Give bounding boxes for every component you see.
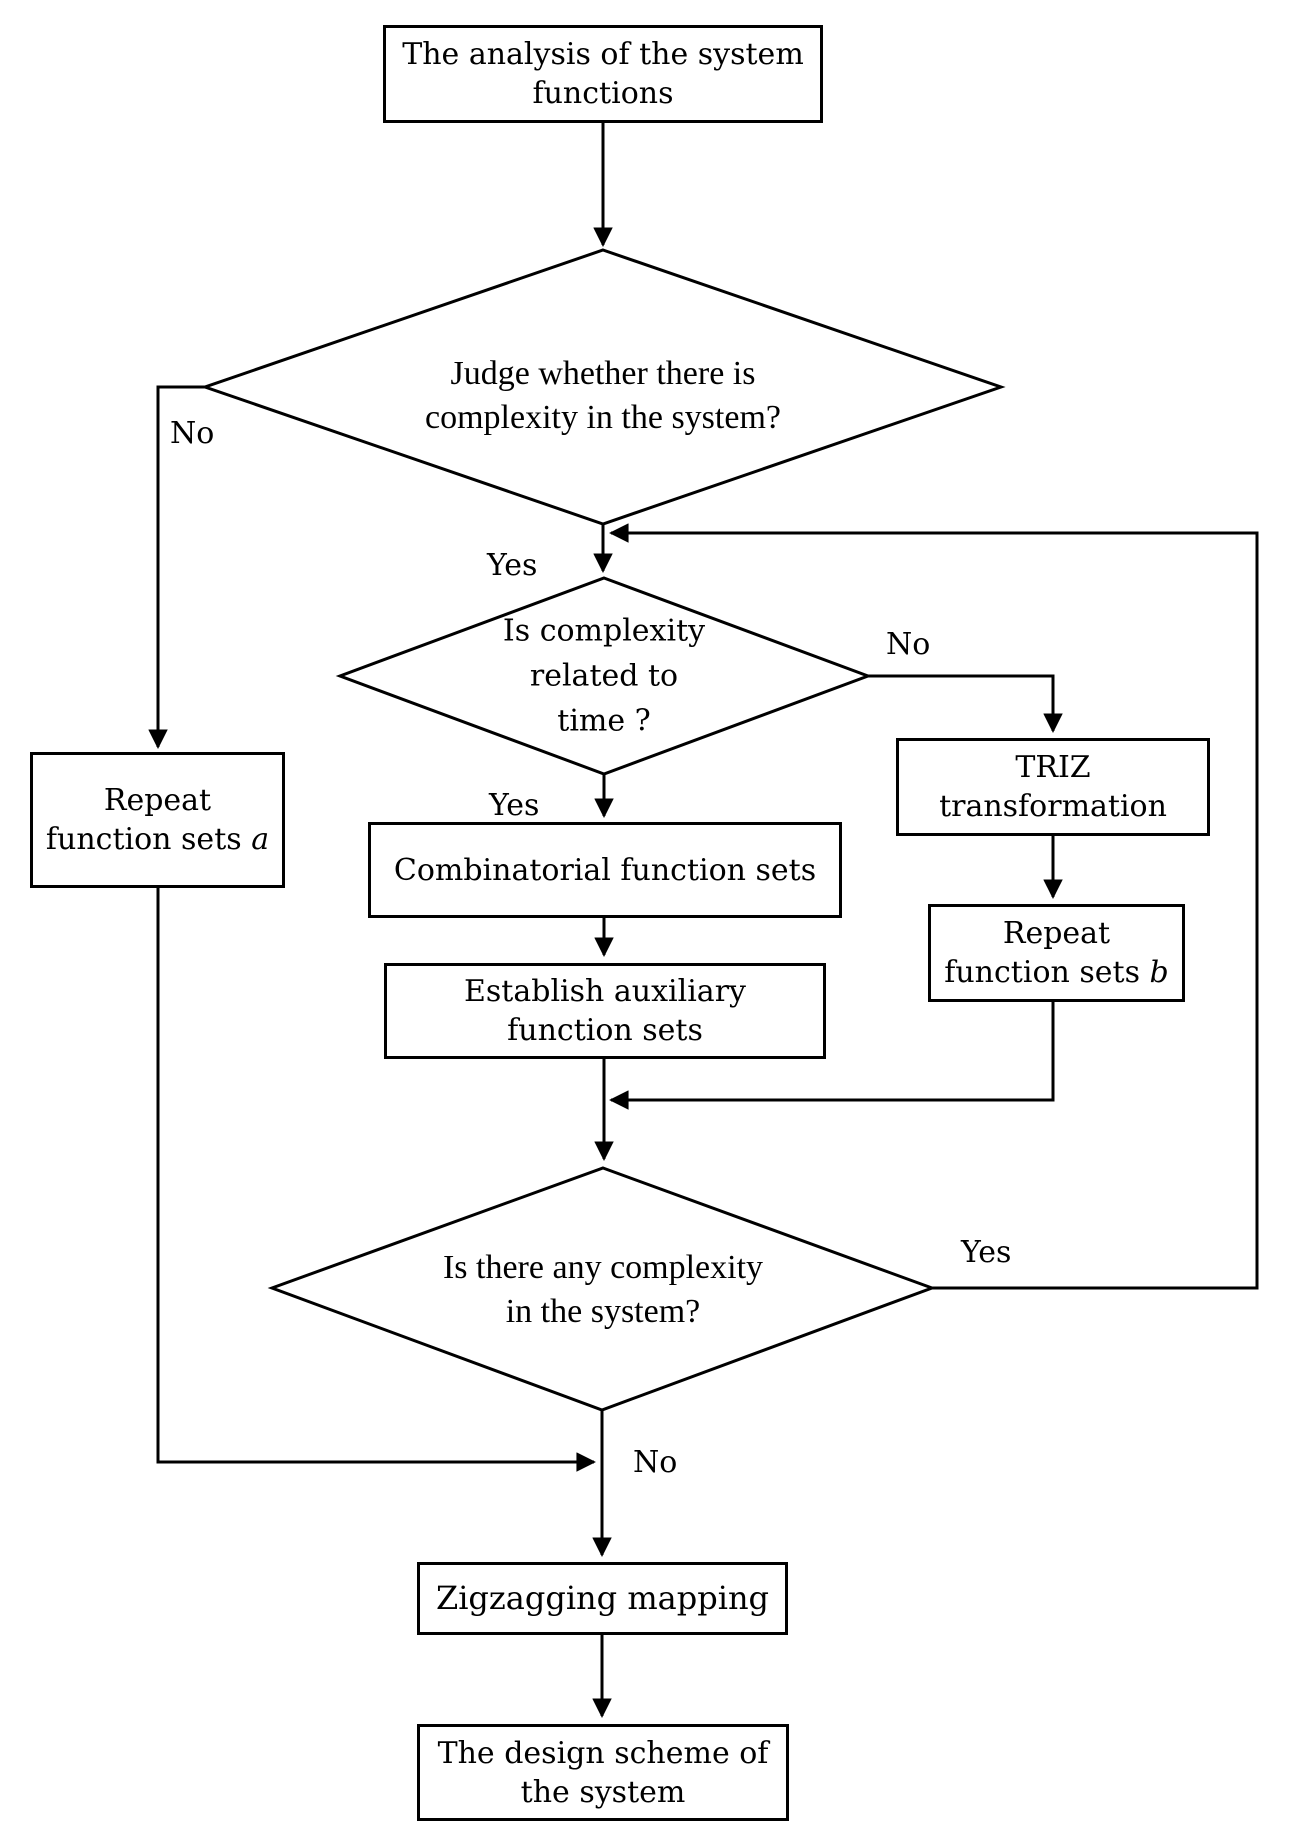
node-design-scheme: The design scheme of the system [417, 1724, 789, 1821]
node-combinatorial-label: Combinatorial function sets [393, 852, 817, 888]
node-repeat-b-label: Repeat function sets b [944, 916, 1169, 990]
node-repeat-a-label: Repeat function sets a [45, 783, 270, 857]
edge-repeat-a-to-mainline [156, 888, 596, 1472]
variable-b: b [1149, 955, 1169, 990]
node-zigzag-label: Zigzagging mapping [435, 1578, 770, 1617]
edge-judge-no-to-repeat-a [148, 385, 205, 749]
edge-label-final-no: No [633, 1445, 678, 1480]
edge-repeat-b-to-mainline [609, 1002, 1055, 1110]
variable-a: a [251, 822, 270, 857]
node-triz-transformation: TRIZ transformation [896, 738, 1210, 836]
node-establish-auxiliary-function-sets: Establish auxiliary function sets [384, 963, 826, 1059]
edge-label-loop-yes: Yes [961, 1235, 1012, 1270]
node-analysis-label: The analysis of the system functions [402, 37, 804, 111]
edge-label-judge-no: No [170, 416, 215, 451]
edge-loop-yes-back-to-time [609, 523, 1259, 1290]
node-establish-label: Establish auxiliary function sets [464, 974, 746, 1048]
node-zigzagging-mapping: Zigzagging mapping [417, 1562, 788, 1635]
node-analysis-of-system-functions: The analysis of the system functions [383, 25, 823, 123]
node-triz-label: TRIZ transformation [939, 750, 1167, 824]
node-repeat-function-sets-b: Repeat function sets b [928, 904, 1185, 1002]
edge-label-time-no: No [886, 627, 931, 662]
node-combinatorial-function-sets: Combinatorial function sets [368, 822, 842, 918]
decision-judge-complexity-label: Judge whether there is complexity in the… [425, 354, 781, 436]
edge-time-no-to-triz [868, 674, 1063, 733]
decision-any-complexity-label: Is there any complexity in the system? [442, 1248, 764, 1330]
node-design-label: The design scheme of the system [437, 1735, 769, 1810]
node-repeat-function-sets-a: Repeat function sets a [30, 752, 285, 888]
edge-label-time-yes: Yes [489, 788, 540, 823]
decision-complexity-time-label: Is complexity related to time ? [502, 613, 706, 739]
edge-label-judge-yes: Yes [487, 548, 538, 583]
